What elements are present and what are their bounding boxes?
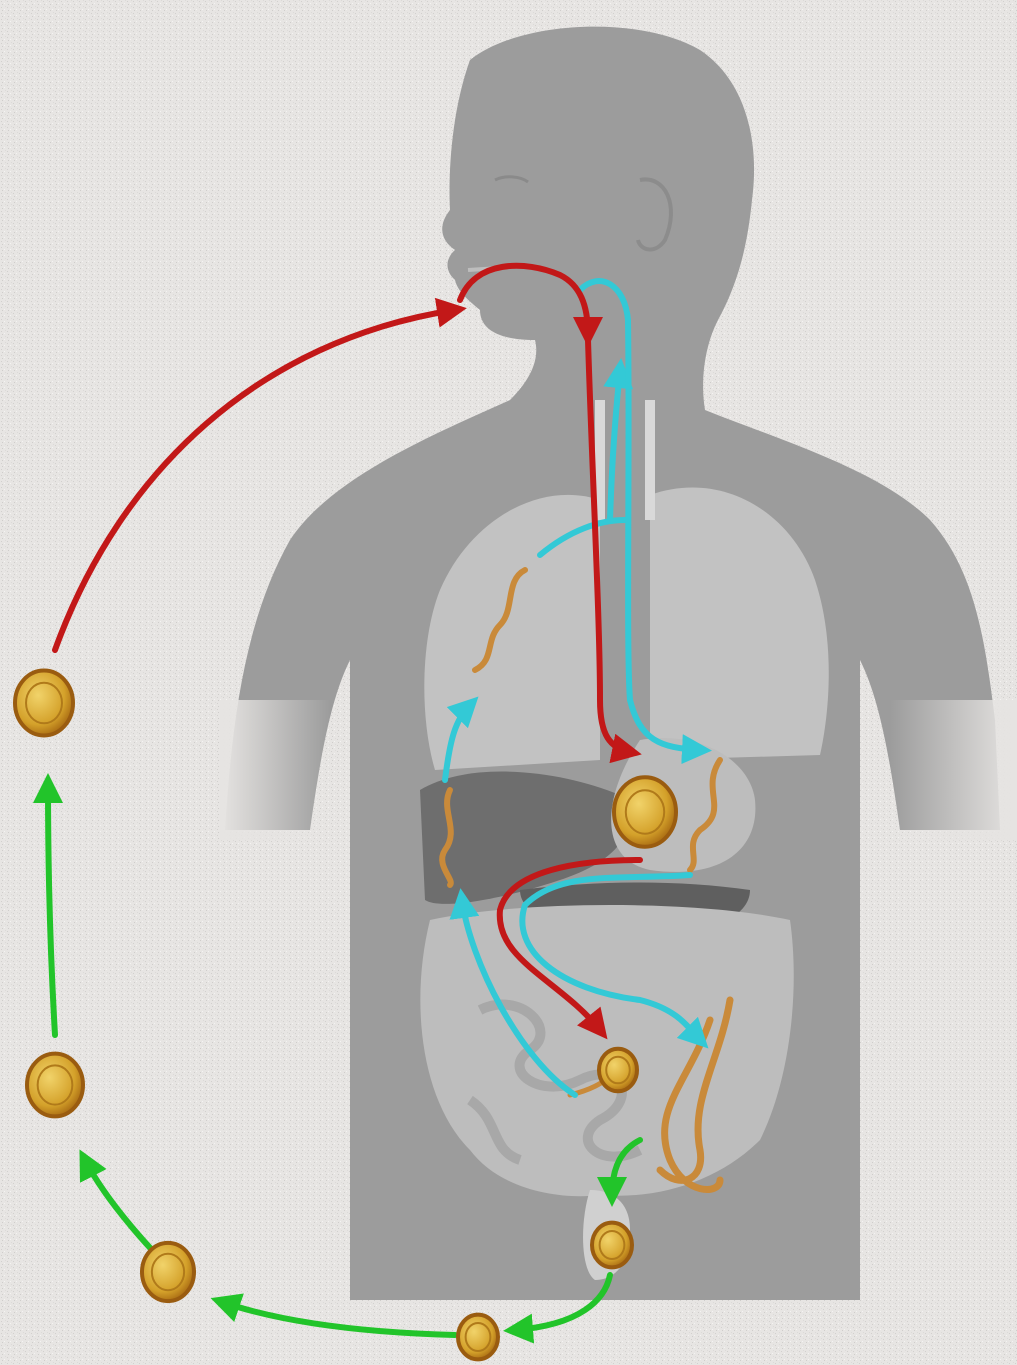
egg-shell xyxy=(614,777,676,846)
egg-shell xyxy=(27,1054,83,1117)
egg-shell xyxy=(592,1223,632,1268)
egg-a xyxy=(592,1223,632,1268)
egg-shell xyxy=(142,1243,194,1301)
egg-g xyxy=(599,1049,637,1092)
egg-shell xyxy=(599,1049,637,1092)
egg-shell xyxy=(458,1315,498,1360)
egg-d xyxy=(27,1054,83,1117)
egg-e xyxy=(15,671,73,736)
egg-f xyxy=(614,777,676,846)
egg-c xyxy=(142,1243,194,1301)
egg-b xyxy=(458,1315,498,1360)
egg-shell xyxy=(15,671,73,736)
